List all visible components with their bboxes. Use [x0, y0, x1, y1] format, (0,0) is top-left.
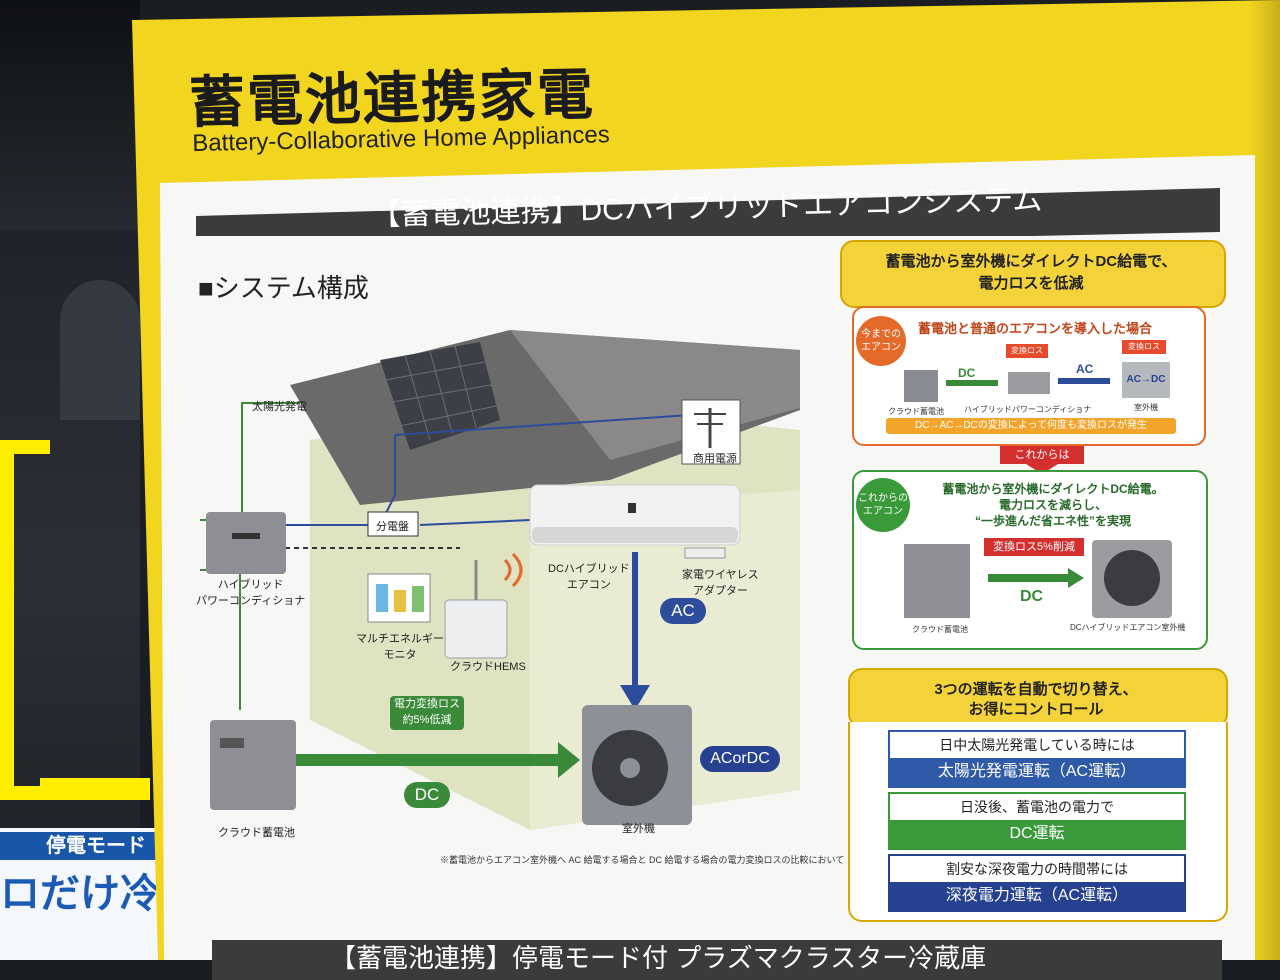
panel-b-dc: DC	[1020, 588, 1043, 606]
panel-a-loss1: 変換ロス	[1006, 344, 1048, 358]
panel-a-head-line2: 電力ロスを低減	[845, 272, 1217, 293]
dc-tag: DC	[404, 782, 450, 808]
panel-a-badge: 今までの エアコン	[856, 316, 906, 366]
left-sign-main: ロだけ冷ホ	[0, 864, 170, 924]
label-utility: 商用電源	[693, 450, 737, 466]
panel-b-dc-arrow	[988, 574, 1068, 582]
mode-night: 割安な深夜電力の時間帯には 深夜電力運転（AC運転）	[888, 854, 1186, 912]
ac-tag: AC	[660, 598, 706, 624]
footnote: ※蓄電池からエアコン室外機へ AC 給電する場合と DC 給電する場合の電力変換…	[440, 853, 844, 866]
yellow-frame	[0, 440, 50, 800]
panel-b-dc-arrow-head	[1068, 568, 1084, 588]
panel-b-item1: クラウド蓄電池	[912, 624, 968, 635]
mode-dc: 日没後、蓄電池の電力で DC運転	[888, 792, 1186, 850]
hybrid-pcs-unit	[206, 512, 286, 574]
solar-wire	[200, 403, 300, 520]
panel-c-head-line2: お得にコントロール	[852, 698, 1220, 719]
mode-dc-label: DC運転	[890, 820, 1184, 848]
panel-a-item3: 室外機	[1134, 402, 1158, 413]
panel-a-head-line1: 蓄電池から室外機にダイレクトDC給電で、	[845, 250, 1217, 271]
mode-night-label: 深夜電力運転（AC運転）	[890, 882, 1184, 910]
label-wireless-adapter: 家電ワイヤレス アダプター	[682, 566, 759, 598]
panel-b-line1: 蓄電池から室外機にダイレクトDC給電。	[918, 480, 1188, 497]
yellow-frame-bottom	[40, 778, 150, 800]
label-multi-monitor: マルチエネルギー モニタ	[356, 630, 444, 662]
panel-b-line2: 電力ロスを減らし、	[918, 496, 1188, 513]
ac-arrow-shaft	[632, 552, 638, 687]
panel-a-ac-arrow	[1058, 378, 1110, 384]
panel-b-badge: これからの エアコン	[856, 478, 910, 532]
panel-a-dc: DC	[958, 366, 975, 380]
label-cloud-battery: クラウド蓄電池	[218, 824, 295, 840]
mode-solar-label: 太陽光発電運転（AC運転）	[890, 758, 1184, 786]
background-ceiling	[0, 0, 140, 230]
indoor-aircon-bottom	[532, 527, 738, 543]
mode-night-condition: 割安な深夜電力の時間帯には	[890, 856, 1184, 882]
wireless-adapter-unit	[685, 548, 725, 558]
mode-solar-condition: 日中太陽光発電している時には	[890, 732, 1184, 758]
panel-a-battery-icon	[904, 370, 938, 402]
panel-a-bar: DC→AC→DCの変換によって何度も変換ロスが発生	[886, 418, 1176, 434]
panel-b-item2: DCハイブリッドエアコン室外機	[1070, 622, 1185, 633]
mode-solar: 日中太陽光発電している時には 太陽光発電運転（AC運転）	[888, 730, 1186, 788]
panel-a-item1: クラウド蓄電池	[888, 406, 944, 417]
label-distribution-board: 分電盤	[376, 518, 409, 534]
cloud-battery-unit	[210, 720, 296, 810]
loss-tag: 電力変換ロス 約5%低減	[390, 696, 464, 730]
panel-b-battery-icon	[904, 544, 970, 618]
panel-a-loss2: 変換ロス	[1122, 340, 1166, 354]
panel-b-fan-icon	[1104, 550, 1160, 606]
hybrid-pcs-display	[232, 533, 260, 539]
panel-a-acdc: AC→DC	[1122, 362, 1170, 398]
background-person	[60, 280, 140, 420]
label-outdoor-unit: 室外機	[622, 820, 655, 836]
label-cloud-hems: クラウドHEMS	[450, 658, 526, 674]
panel-a-dc-arrow	[946, 380, 998, 386]
panel-a-ac: AC	[1076, 362, 1093, 376]
cloud-hems-unit	[445, 600, 507, 658]
panel-a-pcs-icon	[1008, 372, 1050, 394]
panel-c-head-line1: 3つの運転を自動で切り替え、	[852, 678, 1220, 699]
bottom-title: 【蓄電池連携】停電モード付 プラズマクラスター冷蔵庫	[330, 938, 986, 975]
transition-arrow: これからは	[1000, 446, 1084, 464]
panel-b-loss-tag: 変換ロス5%削減	[984, 538, 1084, 556]
label-hybrid-pcs: ハイブリッド パワーコンディショナ	[196, 576, 305, 608]
mode-dc-condition: 日没後、蓄電池の電力で	[890, 794, 1184, 820]
dc-arrow-shaft	[296, 754, 558, 766]
label-dc-aircon: DCハイブリッド エアコン	[548, 560, 630, 592]
panel-a-item2: ハイブリッドパワーコンディショナ	[964, 404, 1091, 415]
panel-a-subtitle: 蓄電池と普通のエアコンを導入した場合	[918, 318, 1152, 337]
label-solar: 太陽光発電	[252, 398, 307, 414]
left-sign-top: 停電モード	[0, 832, 158, 860]
ac-or-dc-tag: ACorDC	[700, 746, 780, 772]
panel-b-line3: “一歩進んだ省エネ性”を実現	[918, 512, 1188, 529]
